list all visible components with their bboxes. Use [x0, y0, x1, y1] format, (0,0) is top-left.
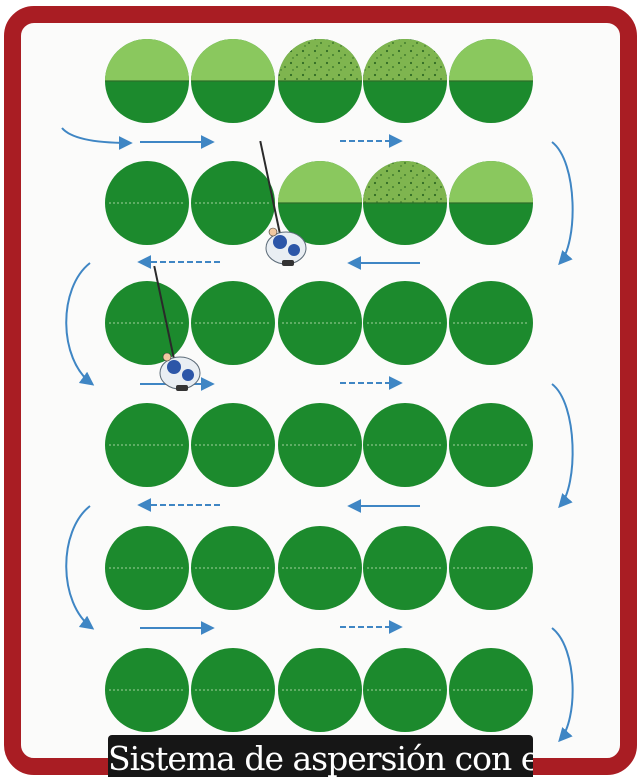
tree-canopy: [449, 39, 533, 123]
path-turn-left: [66, 506, 92, 628]
tree-canopy: [363, 39, 447, 123]
tree-canopy: [363, 648, 447, 732]
tree-canopy: [363, 526, 447, 610]
tree-canopy: [363, 403, 447, 487]
path-turn-right: [552, 628, 573, 740]
tree-canopy: [449, 648, 533, 732]
path-turn-right: [552, 142, 573, 263]
tree-canopy: [105, 526, 189, 610]
path-turn-right: [552, 384, 573, 506]
tree-canopy: [191, 526, 275, 610]
tree-canopy: [278, 526, 362, 610]
tree-canopy: [449, 526, 533, 610]
tree-canopy: [105, 39, 189, 123]
tree-canopy: [278, 648, 362, 732]
tree-canopy: [278, 403, 362, 487]
tree-canopy: [278, 39, 362, 123]
tree-canopy: [105, 161, 189, 245]
tree-canopy: [278, 281, 362, 365]
tree-canopy: [363, 161, 447, 245]
tree-canopy: [191, 648, 275, 732]
tree-canopy: [191, 403, 275, 487]
tree-canopy: [449, 281, 533, 365]
tree-canopy: [191, 161, 275, 245]
diagram-caption: Sistema de aspersión con equipo: [108, 735, 533, 777]
tree-canopy: [363, 281, 447, 365]
tree-canopy: [449, 403, 533, 487]
tree-canopy: [449, 161, 533, 245]
tree-canopy: [191, 281, 275, 365]
tree-canopy: [105, 648, 189, 732]
path-turn-left: [66, 263, 92, 384]
tree-canopy: [105, 403, 189, 487]
tree-canopy: [105, 281, 189, 365]
path-start: [62, 128, 130, 143]
tree-canopy: [191, 39, 275, 123]
